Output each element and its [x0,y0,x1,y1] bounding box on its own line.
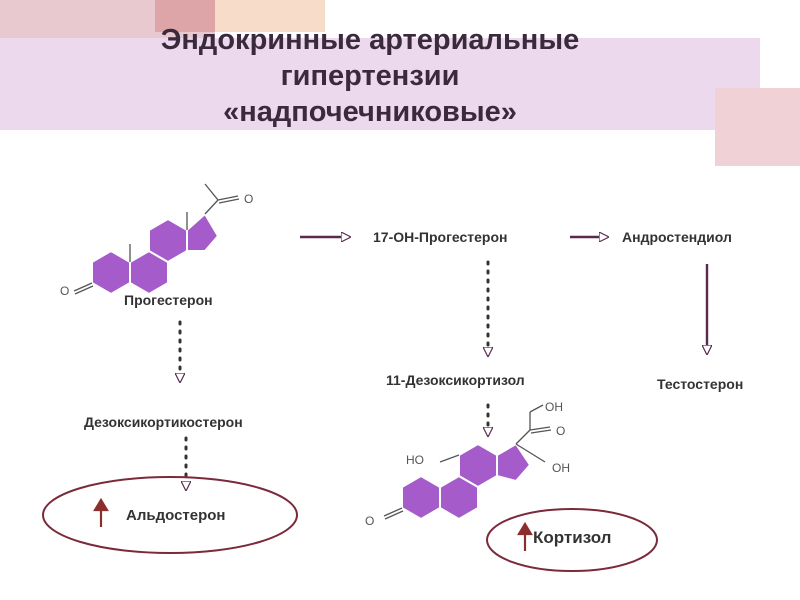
label-cortisol: Кортизол [533,528,612,547]
decor-block-right [715,88,800,166]
cortisol-ellipse [486,508,658,572]
progesterone-structure: O O [60,183,253,298]
title-line-3: «надпочечниковые» [223,96,517,128]
aldosterone-ellipse [42,476,298,554]
title-line-2: гипертензии [280,60,460,92]
chem-label-o: O [556,424,565,438]
chem-label-ho: HO [406,453,424,467]
chem-label-o: O [60,284,69,298]
label-testosterone: Тестостерон [657,376,744,392]
label-deoxycorticosterone: Дезоксикортикостерон [84,414,243,430]
page-title: Эндокринные артериальные гипертензии «на… [60,22,680,130]
title-line-1: Эндокринные артериальные [160,24,580,56]
cortisol-structure: OH O OH HO O [365,400,570,528]
decor-block-rose-top [155,0,215,32]
label-17oh-progesterone: 17-ОН-Прогестерон [373,229,508,245]
label-androstenediol: Андростендиол [622,229,732,245]
chem-label-o: O [365,514,374,528]
chem-label-oh: OH [552,461,570,475]
label-progesterone: Прогестерон [124,292,213,308]
ring-a [401,474,441,521]
label-11-deoxycortisol: 11-Дезоксикортизол [386,372,525,388]
ring-d [186,212,220,252]
ring-d [496,442,532,483]
chem-label-o: O [244,192,253,206]
label-aldosterone: Альдостерон [126,507,226,524]
title-banner [0,38,760,130]
ring-a [91,249,131,296]
chem-label-oh: OH [545,400,563,414]
